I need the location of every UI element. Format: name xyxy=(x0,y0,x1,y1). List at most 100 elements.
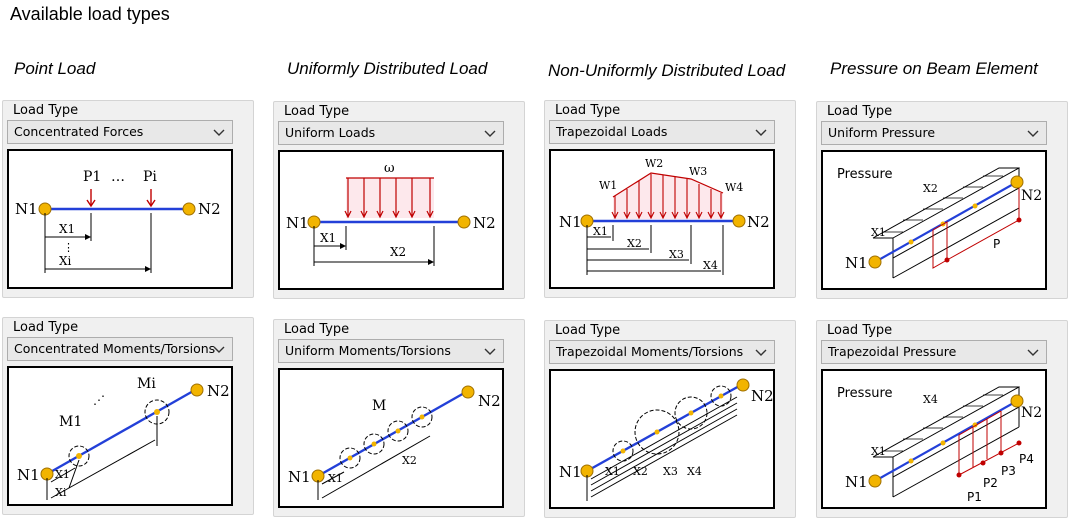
dropdown-value: Trapezoidal Moments/Torsions xyxy=(556,344,744,359)
diagram-trapezoidal-pressure: Pressure N1 N2 X1 X4 P1 P2 P3 P4 xyxy=(821,369,1047,509)
n2-label: N2 xyxy=(198,200,221,218)
load-type-label: Load Type xyxy=(827,104,893,119)
load-type-dropdown[interactable]: Concentrated Moments/Torsions xyxy=(7,337,233,361)
n1-label: N1 xyxy=(286,214,309,232)
load-type-panel-uniform-loads: Load Type Uniform Loads ω N1 N2 xyxy=(273,101,525,299)
chevron-down-icon xyxy=(1027,130,1039,137)
m-label: M xyxy=(372,398,386,414)
pressure-label: Pressure xyxy=(837,167,893,182)
load-type-label: Load Type xyxy=(555,103,621,118)
pi-label: Pi xyxy=(143,169,157,185)
column-title-uniform-load: Uniformly Distributed Load xyxy=(287,59,488,78)
xi-label: Xi xyxy=(55,486,67,499)
x4-label: X4 xyxy=(687,465,702,478)
load-type-dropdown[interactable]: Uniform Pressure xyxy=(821,121,1047,145)
mi-label: Mi xyxy=(137,376,156,392)
x1-label: X1 xyxy=(55,468,70,481)
node-n1-icon xyxy=(868,255,882,269)
load-type-dropdown[interactable]: Trapezoidal Moments/Torsions xyxy=(549,340,775,364)
dropdown-value: Trapezoidal Pressure xyxy=(828,344,957,359)
x2-label: X2 xyxy=(633,465,648,478)
node-n2-icon xyxy=(461,385,475,399)
node-n2-icon xyxy=(1010,394,1024,408)
w2-label: W2 xyxy=(645,157,663,170)
x3-label: X3 xyxy=(669,248,684,261)
chevron-down-icon xyxy=(755,129,767,136)
x2-label: X2 xyxy=(923,182,938,195)
n2-label: N2 xyxy=(1021,188,1042,204)
load-type-dropdown[interactable]: Uniform Moments/Torsions xyxy=(278,339,504,363)
w4-label: W4 xyxy=(725,181,743,194)
x1-label: X1 xyxy=(328,472,343,485)
pressure-label: Pressure xyxy=(837,386,893,401)
load-type-label: Load Type xyxy=(555,323,621,338)
load-type-panel-trapezoidal-pressure: Load Type Trapezoidal Pressure xyxy=(816,320,1068,518)
x2-label: X2 xyxy=(402,454,417,467)
dots-label: … xyxy=(111,169,125,185)
load-type-label: Load Type xyxy=(284,322,350,337)
m1-label: M1 xyxy=(59,414,82,430)
diagram-concentrated-forces: N1 N2 P1 … Pi X1 Xi ⋮ xyxy=(7,149,233,289)
node-n2-icon xyxy=(732,214,746,228)
dropdown-value: Concentrated Moments/Torsions xyxy=(14,341,216,356)
dropdown-value: Uniform Moments/Torsions xyxy=(285,343,451,358)
xi-label: Xi xyxy=(59,254,72,268)
page-title: Available load types xyxy=(10,4,170,24)
load-type-dropdown[interactable]: Trapezoidal Pressure xyxy=(821,340,1047,364)
x1-label: X1 xyxy=(59,222,75,236)
n2-label: N2 xyxy=(1021,405,1042,421)
p-label: P xyxy=(993,237,1000,251)
chevron-down-icon xyxy=(484,348,496,355)
x2-label: X2 xyxy=(390,245,406,259)
p1-label: P1 xyxy=(967,490,982,504)
load-type-panel-concentrated-forces: Load Type Concentrated Forces N1 N2 P1 …… xyxy=(2,100,254,298)
node-n2-icon xyxy=(736,378,750,392)
n2-label: N2 xyxy=(747,213,770,231)
dropdown-value: Concentrated Forces xyxy=(14,124,144,139)
node-n2-icon xyxy=(182,202,196,216)
x4-label: X4 xyxy=(923,393,938,406)
n1-label: N1 xyxy=(17,466,40,484)
n1-label: N1 xyxy=(15,200,38,218)
load-type-dropdown[interactable]: Concentrated Forces xyxy=(7,120,233,144)
n2-label: N2 xyxy=(478,392,501,410)
load-type-panel-concentrated-moments: Load Type Concentrated Moments/Torsions … xyxy=(2,317,254,515)
load-type-label: Load Type xyxy=(284,104,350,119)
node-n2-icon xyxy=(190,383,204,397)
x1-label: X1 xyxy=(320,231,336,245)
diagram-uniform-loads: ω N1 N2 X1 X2 xyxy=(278,150,504,290)
n2-label: N2 xyxy=(473,214,496,232)
x2-label: X2 xyxy=(627,237,642,250)
diagram-uniform-pressure: Pressure N1 N2 X1 X2 P xyxy=(821,150,1047,290)
load-type-label: Load Type xyxy=(13,103,79,118)
node-n2-icon xyxy=(1010,175,1024,189)
w-label: ω xyxy=(384,161,395,176)
x1-label: X1 xyxy=(593,225,608,238)
diagram-trapezoidal-loads: W1 W2 W3 W4 N1 N2 X1 X2 X3 X4 xyxy=(549,149,775,289)
x1-label: X1 xyxy=(871,226,886,239)
diagram-trapezoidal-moments: N1 N2 X1 X2 X3 X4 xyxy=(549,369,775,509)
diagram-concentrated-moments: N1 N2 M1 Mi ⋰ X1 Xi xyxy=(7,366,233,506)
chevron-down-icon xyxy=(755,349,767,356)
chevron-down-icon xyxy=(213,346,225,353)
n2-label: N2 xyxy=(751,387,773,405)
dots-label: ⋰ xyxy=(93,393,105,407)
load-type-panel-trapezoidal-moments: Load Type Trapezoidal Moments/Torsions N… xyxy=(544,320,796,518)
node-n1-icon xyxy=(868,474,882,488)
load-type-panel-uniform-moments: Load Type Uniform Moments/Torsions N1 N2… xyxy=(273,319,525,517)
x3-label: X3 xyxy=(663,465,678,478)
load-type-label: Load Type xyxy=(13,320,79,335)
p3-label: P3 xyxy=(1001,464,1016,478)
column-title-nonuniform-load: Non-Uniformly Distributed Load xyxy=(548,61,786,80)
chevron-down-icon xyxy=(484,130,496,137)
w1-label: W1 xyxy=(599,179,617,192)
column-title-pressure: Pressure on Beam Element xyxy=(830,59,1038,78)
dropdown-value: Uniform Pressure xyxy=(828,125,936,140)
load-type-label: Load Type xyxy=(827,323,893,338)
load-type-panel-uniform-pressure: Load Type Uniform Pressure xyxy=(816,101,1068,299)
diagram-uniform-moments: N1 N2 M X1 X2 xyxy=(278,368,504,508)
load-type-dropdown[interactable]: Uniform Loads xyxy=(278,121,504,145)
column-title-point-load: Point Load xyxy=(14,59,96,78)
n1-label: N1 xyxy=(559,213,582,231)
load-type-dropdown[interactable]: Trapezoidal Loads xyxy=(549,120,775,144)
